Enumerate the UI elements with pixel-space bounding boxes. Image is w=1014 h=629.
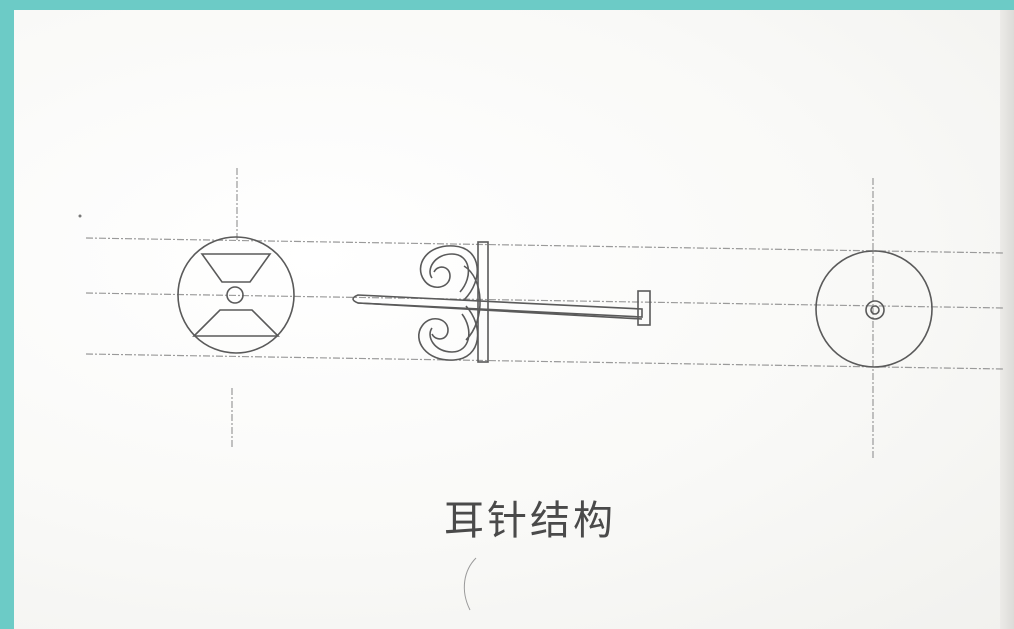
back-disc-center — [870, 305, 880, 315]
guide-line-bottom — [85, 353, 1005, 370]
guide-line-middle — [85, 292, 1005, 309]
front-cap-center-dot — [226, 286, 244, 304]
scroll-arc — [463, 265, 481, 341]
front-cap-outer-circle — [177, 236, 295, 354]
pin-end-cap — [637, 290, 651, 326]
paper-sheet: 耳针结构 — [14, 10, 1014, 629]
vertical-plate — [477, 241, 489, 363]
back-disc-ring — [865, 300, 885, 320]
paper-shading — [14, 10, 1014, 629]
back-view-disc — [815, 250, 933, 368]
page-edge — [1000, 10, 1014, 629]
earring-structure-drawing — [78, 168, 1005, 611]
back-disc-outer-circle — [815, 250, 933, 368]
pin-shaft — [352, 294, 643, 318]
front-cap-upper-wedge — [200, 253, 272, 283]
scroll-upper-inner — [429, 253, 470, 293]
pencil-mark — [463, 557, 477, 611]
pin-shaft-lower — [357, 302, 643, 320]
front-view-cap — [177, 236, 295, 354]
pencil-dot — [78, 214, 82, 218]
caption: 耳针结构 — [444, 498, 616, 544]
side-view-earring-pin — [352, 241, 651, 363]
scroll-upper — [419, 245, 478, 301]
front-cap-lower-wedge — [192, 309, 280, 337]
scroll-lower-inner — [429, 313, 470, 353]
guide-line-top — [85, 237, 1005, 254]
scroll-lower — [417, 305, 479, 361]
